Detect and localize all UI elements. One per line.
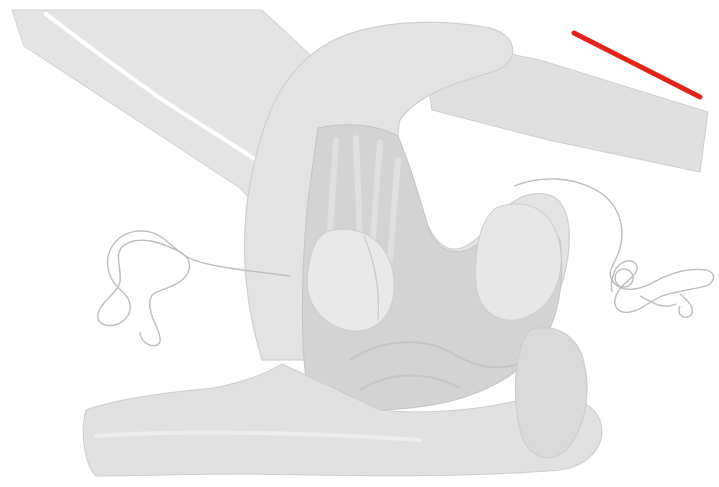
anatomy-figure: [0, 0, 719, 487]
